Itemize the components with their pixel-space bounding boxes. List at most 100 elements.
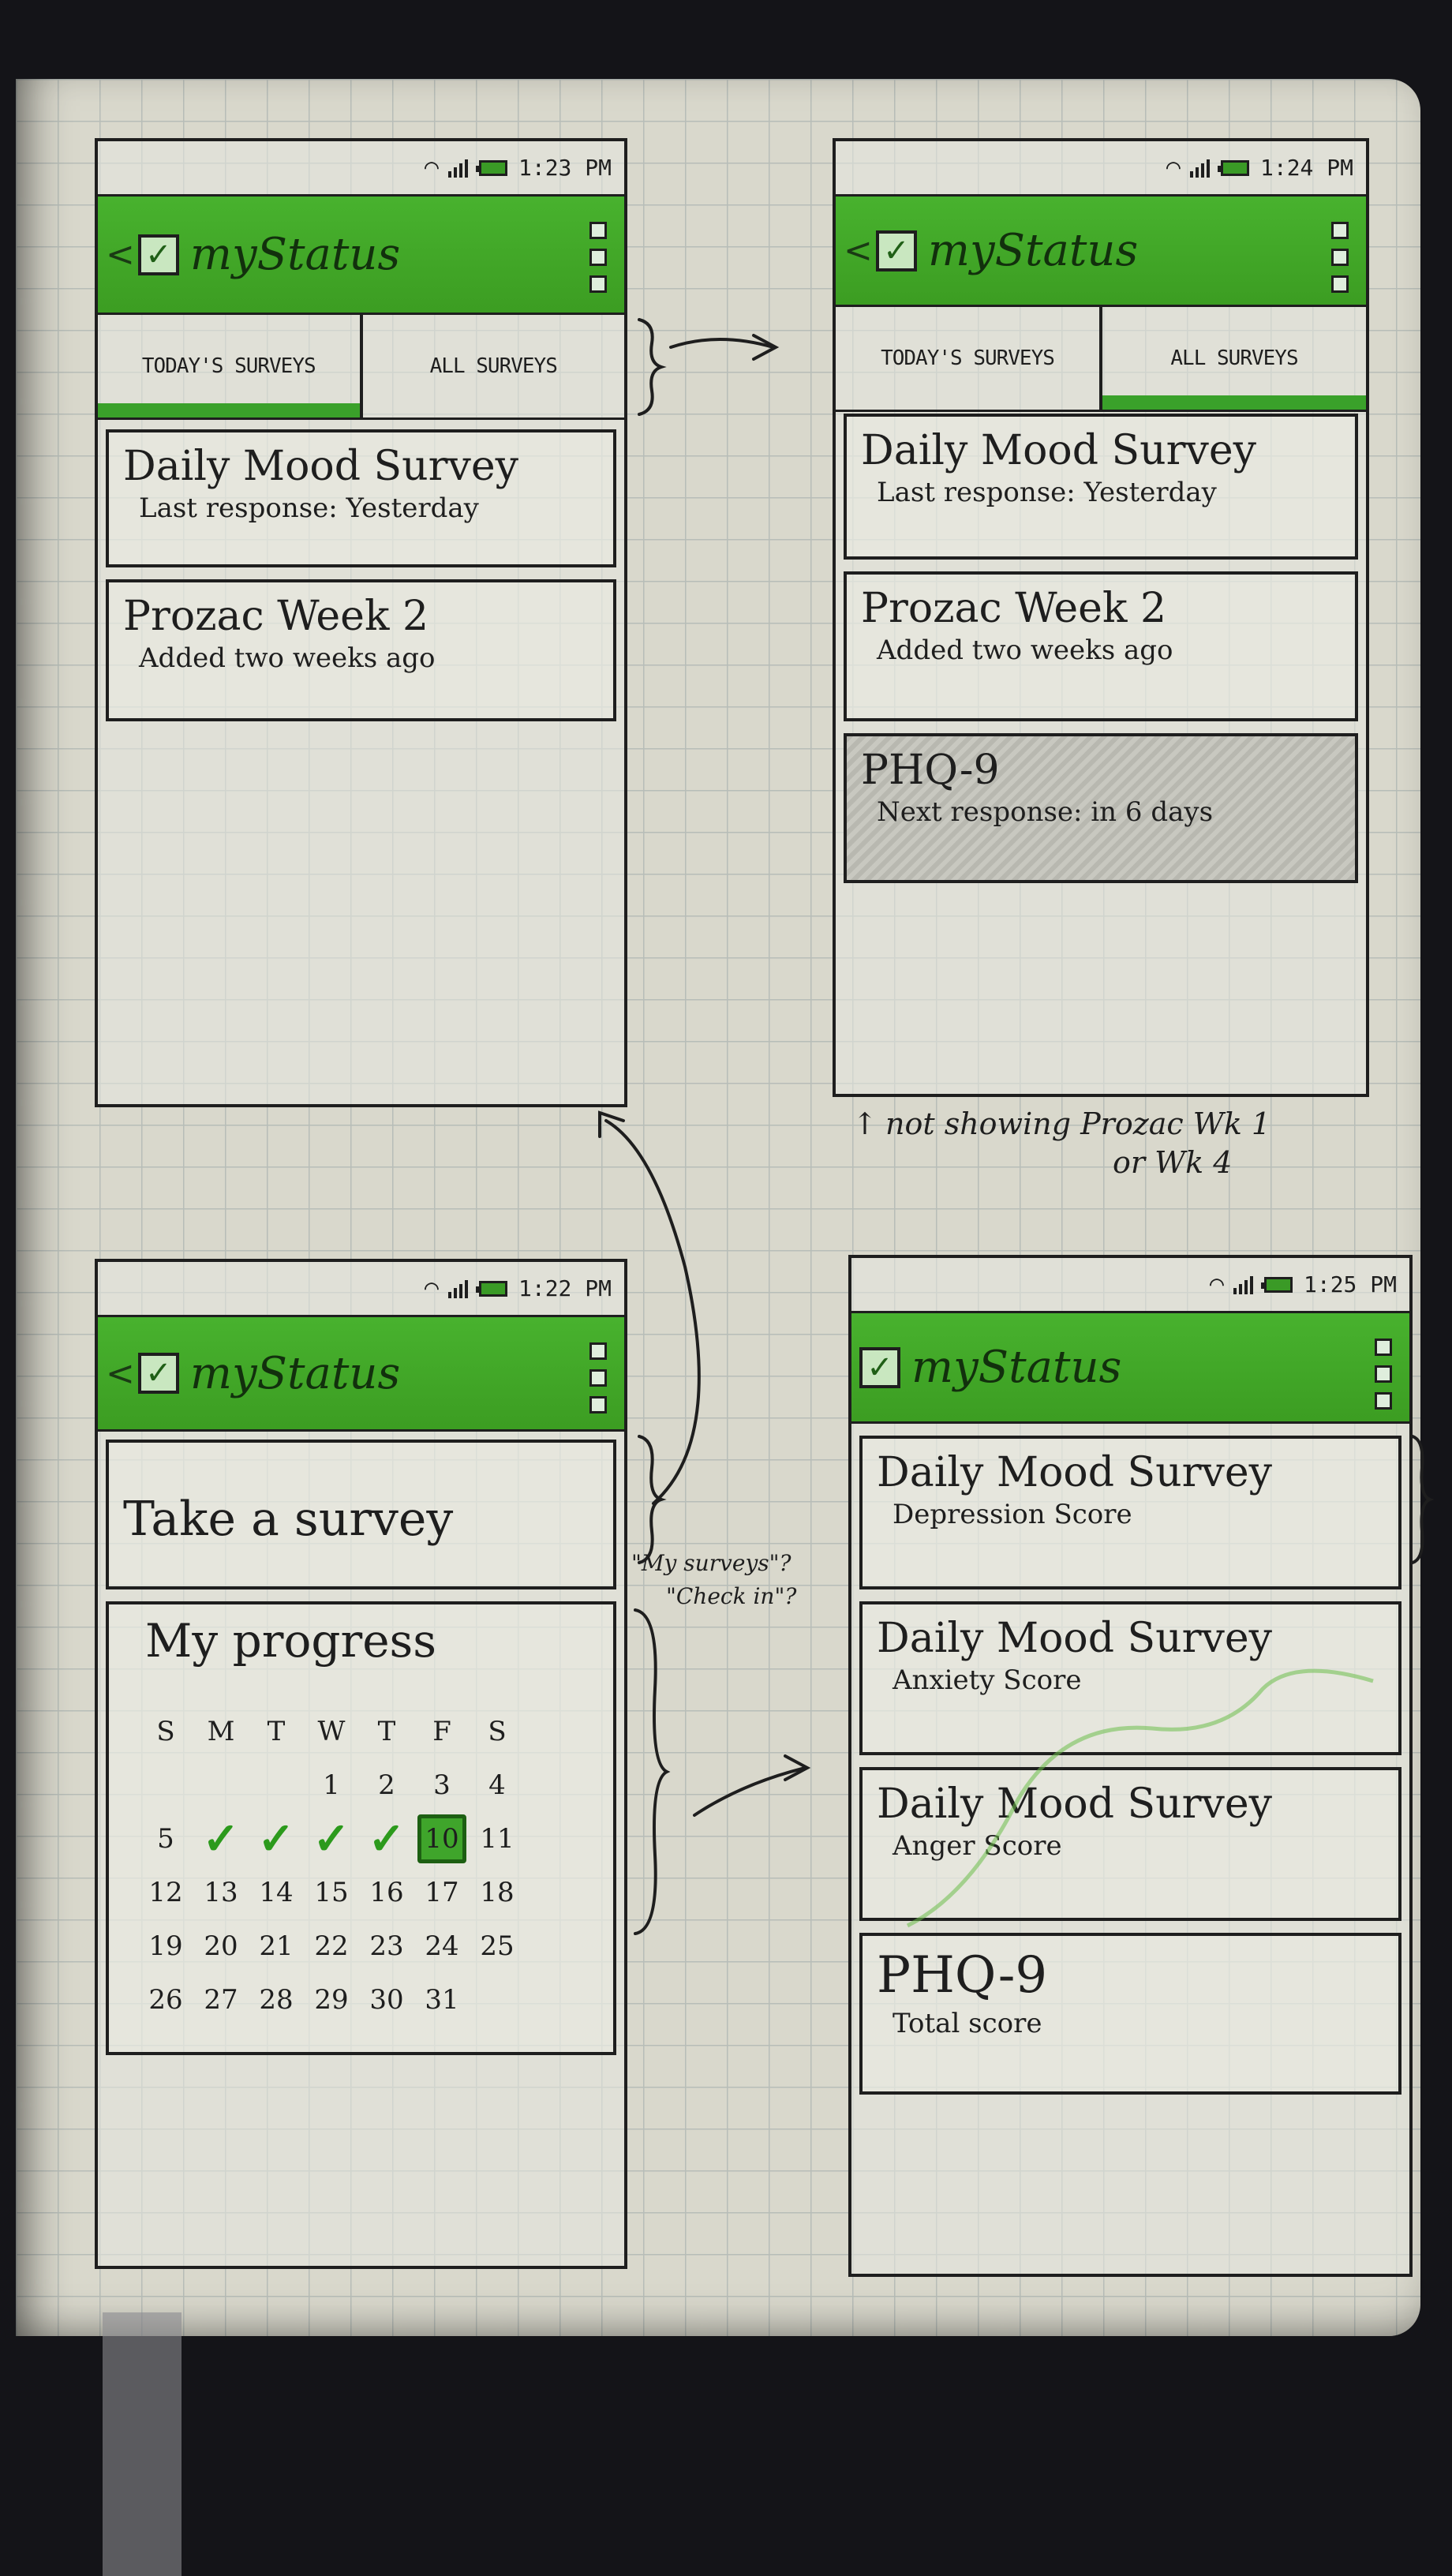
clock: 1:22 PM — [518, 1275, 612, 1301]
survey-title: PHQ-9 — [861, 747, 1000, 794]
calendar-day[interactable]: 28 — [259, 1984, 294, 2016]
calendar-day[interactable]: 31 — [425, 1984, 459, 2016]
survey-title: Prozac Week 2 — [861, 585, 1167, 632]
weekday-label: T — [377, 1716, 396, 1747]
overflow-menu-icon[interactable] — [1331, 222, 1349, 293]
weekday-label: W — [317, 1716, 346, 1747]
calendar-day[interactable]: 24 — [425, 1930, 459, 1962]
weekday-label: T — [267, 1716, 286, 1747]
weekday-label: S — [488, 1716, 507, 1747]
app-bar: < ✓ myStatus — [98, 1317, 624, 1432]
tab-bar: TODAY'S SURVEYS ALL SURVEYS — [98, 315, 624, 420]
back-icon[interactable]: < — [106, 1353, 135, 1394]
calendar-day[interactable]: 23 — [369, 1930, 404, 1962]
status-bar: ◠ 1:22 PM — [98, 1262, 624, 1317]
survey-subtitle: Added two weeks ago — [877, 635, 1173, 667]
calendar-day[interactable]: 27 — [204, 1984, 238, 2016]
take-survey-button[interactable]: Take a survey — [106, 1440, 616, 1589]
note-line: or Wk 4 — [1113, 1145, 1233, 1181]
calendar-day[interactable]: 19 — [148, 1930, 183, 1962]
progress-card[interactable]: My progress — [106, 1601, 616, 2055]
app-bar: < ✓ myStatus — [836, 197, 1366, 307]
overflow-menu-icon[interactable] — [589, 1342, 607, 1413]
battery-icon — [1217, 159, 1249, 176]
battery-icon — [1260, 1276, 1293, 1293]
overflow-menu-icon[interactable] — [589, 222, 607, 293]
app-logo-check-icon: ✓ — [859, 1346, 900, 1388]
calendar-day[interactable]: 26 — [148, 1984, 183, 2016]
survey-subtitle: Last response: Yesterday — [139, 492, 479, 525]
calendar-day[interactable]: 25 — [480, 1930, 515, 1962]
calendar-day[interactable]: 29 — [314, 1984, 349, 2016]
calendar-day[interactable]: 3 — [433, 1769, 451, 1801]
today-cell[interactable]: 10 — [414, 1812, 470, 1866]
survey-title: Daily Mood Survey — [123, 443, 519, 490]
calendar-day[interactable]: 2 — [378, 1769, 395, 1801]
app-bar: ✓ myStatus — [851, 1313, 1409, 1424]
score-card[interactable]: PHQ-9 Total score — [859, 1933, 1401, 2095]
take-survey-label: Take a survey — [123, 1492, 454, 1547]
app-bar: < ✓ myStatus — [98, 197, 624, 315]
battery-icon — [475, 159, 507, 176]
signal-icon — [447, 159, 468, 178]
completed-day-check-icon[interactable]: ✓ — [312, 1813, 350, 1865]
calendar-day[interactable]: 18 — [480, 1877, 515, 1908]
tab-todays-surveys[interactable]: TODAY'S SURVEYS — [98, 315, 360, 417]
score-card[interactable]: Daily Mood Survey Anxiety Score — [859, 1601, 1401, 1755]
completed-day-check-icon[interactable]: ✓ — [202, 1813, 240, 1865]
survey-card[interactable]: Prozac Week 2 Added two weeks ago — [844, 571, 1358, 721]
calendar-day[interactable]: 5 — [157, 1823, 174, 1855]
score-card[interactable]: Daily Mood Survey Depression Score — [859, 1436, 1401, 1589]
phone-today-surveys: ◠ 1:23 PM < ✓ myStatus TODAY'S SURVEYS A… — [95, 138, 627, 1107]
wifi-icon: ◠ — [424, 154, 439, 182]
calendar-day[interactable]: 17 — [425, 1877, 459, 1908]
survey-subtitle: Added two weeks ago — [139, 642, 436, 675]
score-title: Daily Mood Survey — [877, 1615, 1273, 1662]
weekday-label: F — [432, 1716, 451, 1747]
note-line: "My surveys"? — [631, 1550, 791, 1576]
survey-card[interactable]: Daily Mood Survey Last response: Yesterd… — [844, 414, 1358, 560]
calendar-day[interactable]: 11 — [480, 1823, 515, 1855]
calendar-day[interactable]: 15 — [314, 1877, 349, 1908]
overflow-menu-icon[interactable] — [1375, 1339, 1392, 1410]
wifi-icon: ◠ — [1209, 1271, 1224, 1298]
battery-icon — [475, 1280, 507, 1297]
score-title: Daily Mood Survey — [877, 1780, 1273, 1828]
back-icon[interactable]: < — [844, 230, 873, 271]
back-icon[interactable]: < — [106, 234, 135, 275]
tab-all-surveys[interactable]: ALL SURVEYS — [1099, 307, 1366, 410]
calendar-day[interactable]: 13 — [204, 1877, 238, 1908]
completed-day-check-icon[interactable]: ✓ — [257, 1813, 295, 1865]
tab-todays-surveys[interactable]: TODAY'S SURVEYS — [881, 346, 1055, 370]
calendar-day[interactable]: 14 — [259, 1877, 294, 1908]
calendar-day[interactable]: 21 — [259, 1930, 294, 1962]
calendar-day[interactable]: 12 — [148, 1877, 183, 1908]
signal-icon — [447, 1279, 468, 1298]
calendar-day[interactable]: 30 — [369, 1984, 404, 2016]
calendar-day[interactable]: 22 — [314, 1930, 349, 1962]
survey-card[interactable]: Daily Mood Survey Last response: Yesterd… — [106, 429, 616, 567]
survey-title: Daily Mood Survey — [861, 427, 1257, 474]
calendar-week-row: 1 2 3 4 — [138, 1758, 525, 1812]
annotation-note: "My surveys"? "Check in"? — [631, 1547, 796, 1613]
progress-title: My progress — [145, 1614, 437, 1668]
survey-subtitle: Next response: in 6 days — [877, 796, 1214, 829]
tab-all-surveys[interactable]: ALL SURVEYS — [359, 315, 625, 417]
status-bar: ◠ 1:24 PM — [836, 141, 1366, 197]
calendar-week-row: 12 13 14 15 16 17 18 — [138, 1866, 525, 1919]
tab-bar: TODAY'S SURVEYS ALL SURVEYS — [836, 307, 1366, 412]
weekday-label: M — [207, 1716, 235, 1747]
calendar-day[interactable]: 1 — [323, 1769, 340, 1801]
note-line: "Check in"? — [666, 1583, 797, 1609]
calendar-day[interactable]: 16 — [369, 1877, 404, 1908]
wifi-icon: ◠ — [424, 1275, 439, 1302]
calendar-day[interactable]: 20 — [204, 1930, 238, 1962]
score-title: PHQ-9 — [877, 1946, 1048, 2005]
survey-card[interactable]: Prozac Week 2 Added two weeks ago — [106, 579, 616, 721]
calendar-day[interactable]: 4 — [488, 1769, 506, 1801]
clock: 1:24 PM — [1259, 155, 1353, 181]
completed-day-check-icon[interactable]: ✓ — [368, 1813, 406, 1865]
score-card[interactable]: Daily Mood Survey Anger Score — [859, 1767, 1401, 1921]
